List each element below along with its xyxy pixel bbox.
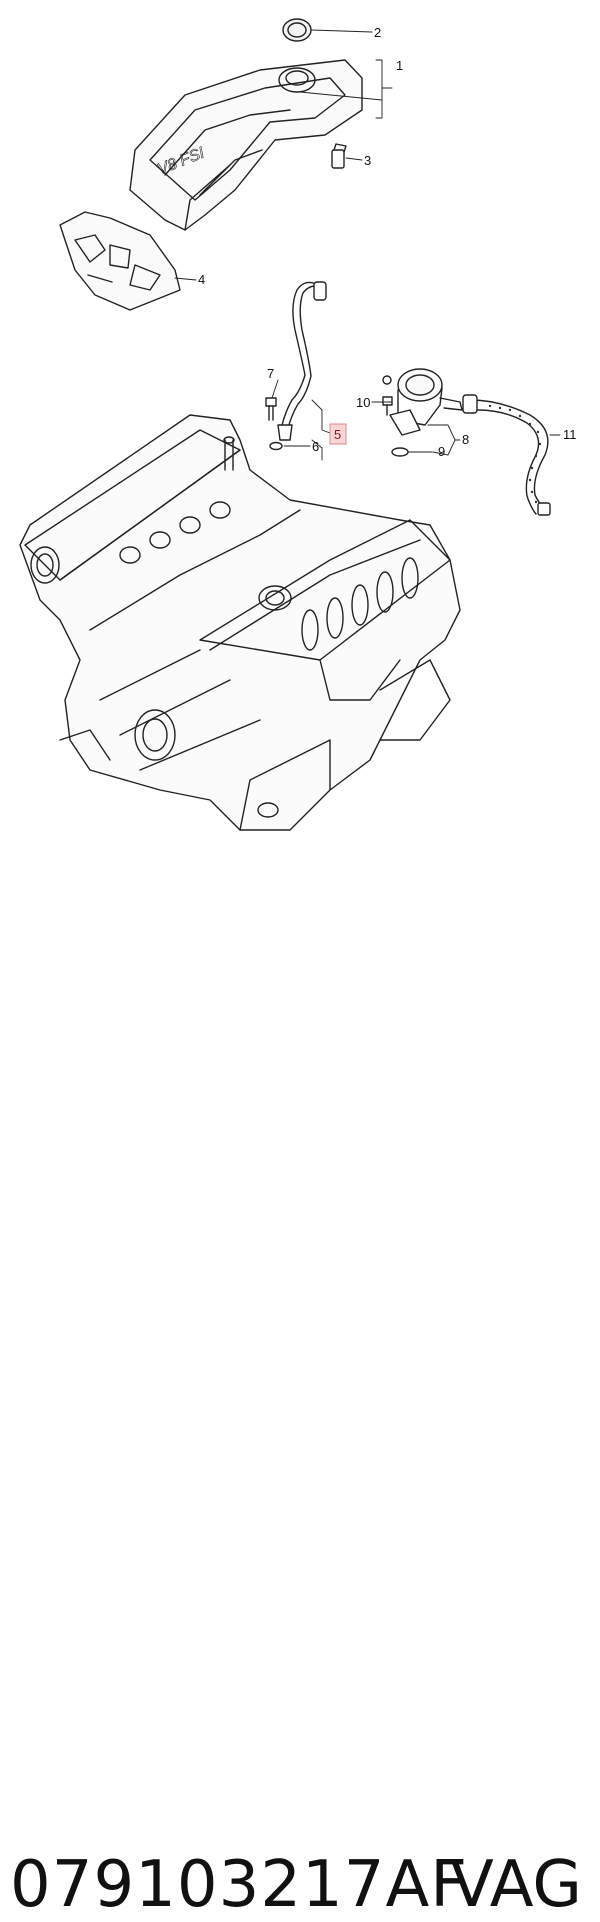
leader-lines	[174, 29, 561, 461]
callout-9: 9	[438, 444, 445, 459]
callout-11: 11	[563, 427, 577, 442]
callout-2: 2	[374, 25, 381, 40]
oil-separator	[389, 368, 463, 436]
callout-10: 10	[356, 395, 370, 410]
engine-block	[19, 414, 461, 831]
callout-1: 1	[396, 58, 403, 73]
parts-diagram: V8 FSI	[19, 18, 577, 831]
callout-6: 6	[312, 439, 319, 454]
breather-pipe	[277, 281, 327, 441]
callout-7: 7	[267, 366, 274, 381]
brand-label: VAG	[450, 1848, 582, 1922]
callout-8: 8	[462, 432, 469, 447]
engine-cover: V8 FSI	[129, 59, 363, 231]
part-number: 079103217AF	[10, 1848, 469, 1922]
callout-5: 5	[334, 427, 341, 442]
hose	[462, 394, 551, 516]
heat-shield	[59, 211, 181, 311]
seal-ring	[269, 441, 283, 451]
callout-3: 3	[364, 153, 371, 168]
hose-texture	[488, 404, 542, 504]
o-ring	[391, 447, 409, 457]
callout-5-highlight	[329, 423, 347, 445]
bolt	[265, 397, 277, 421]
footer: 079103217AF VAG	[0, 920, 600, 1922]
bolt-2	[382, 375, 393, 416]
callout-4: 4	[198, 272, 205, 287]
clip-part	[331, 143, 347, 169]
